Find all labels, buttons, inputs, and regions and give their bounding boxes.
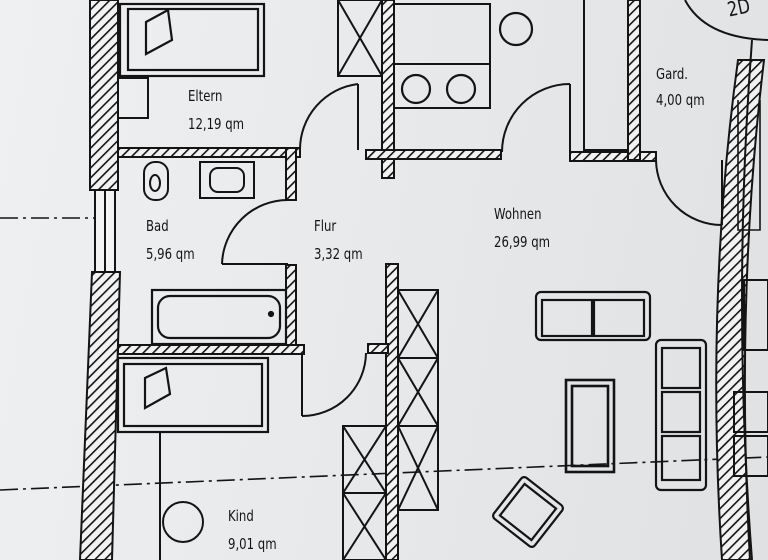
cabinet-kind <box>342 425 387 560</box>
room-name-gard: Gard. <box>656 65 688 83</box>
room-area-gard: 4,00 qm <box>656 91 705 109</box>
toilet <box>143 161 169 201</box>
kitchen-cabinet-top <box>337 0 383 77</box>
nightstand <box>117 77 149 119</box>
room-name-flur: Flur <box>314 217 337 235</box>
kitchen-counter <box>393 3 491 109</box>
room-area-flur: 3,32 qm <box>314 245 363 263</box>
coffee-table <box>564 378 616 474</box>
wall-garderobe-left <box>627 0 641 161</box>
wall-bad-right-lower <box>285 264 297 354</box>
garderobe-niche <box>583 0 628 151</box>
room-name-bad: Bad <box>146 217 169 235</box>
door-eltern <box>298 83 359 151</box>
sofa <box>534 290 652 342</box>
window-garderobe <box>737 100 761 231</box>
bathtub <box>150 288 288 346</box>
corner-circle <box>684 0 768 41</box>
cabinet-flur-lower <box>397 425 439 511</box>
armchairs <box>654 338 708 492</box>
curved-facade <box>715 39 766 560</box>
balcony-furniture <box>733 279 768 477</box>
room-area-kind: 9,01 qm <box>228 535 277 553</box>
wall-wohnen-top <box>569 151 657 162</box>
room-area-bad: 5,96 qm <box>146 245 195 263</box>
room-name-eltern: Eltern <box>188 87 223 105</box>
stove <box>400 73 477 105</box>
door-garderobe <box>655 159 723 226</box>
wall-flur-stub <box>367 343 389 354</box>
bed-kind <box>116 356 270 434</box>
sink-kitchen <box>498 11 534 47</box>
door-bad <box>221 199 289 265</box>
door-wohnen <box>501 83 571 153</box>
wall-bad-kind <box>117 344 305 355</box>
room-area-eltern: 12,19 qm <box>188 115 245 133</box>
door-kind <box>301 352 367 417</box>
wall-kitchen-bottom <box>365 149 502 160</box>
outer-wall-left <box>78 0 122 560</box>
chair-kind <box>162 501 204 543</box>
axis-line-lower <box>0 456 768 491</box>
lounge-chair <box>492 476 564 548</box>
room-area-wohnen: 26,99 qm <box>494 233 551 251</box>
bed-eltern <box>118 2 266 78</box>
room-name-wohnen: Wohnen <box>494 205 542 223</box>
wall-eltern-bad <box>117 147 301 158</box>
wall-flur-kind <box>385 263 399 560</box>
cabinet-flur-upper <box>397 289 439 427</box>
wall-bad-right-upper <box>285 147 297 201</box>
washbasin <box>199 161 255 199</box>
corner-mark: 2D <box>725 0 753 22</box>
room-name-kind: Kind <box>228 507 254 525</box>
